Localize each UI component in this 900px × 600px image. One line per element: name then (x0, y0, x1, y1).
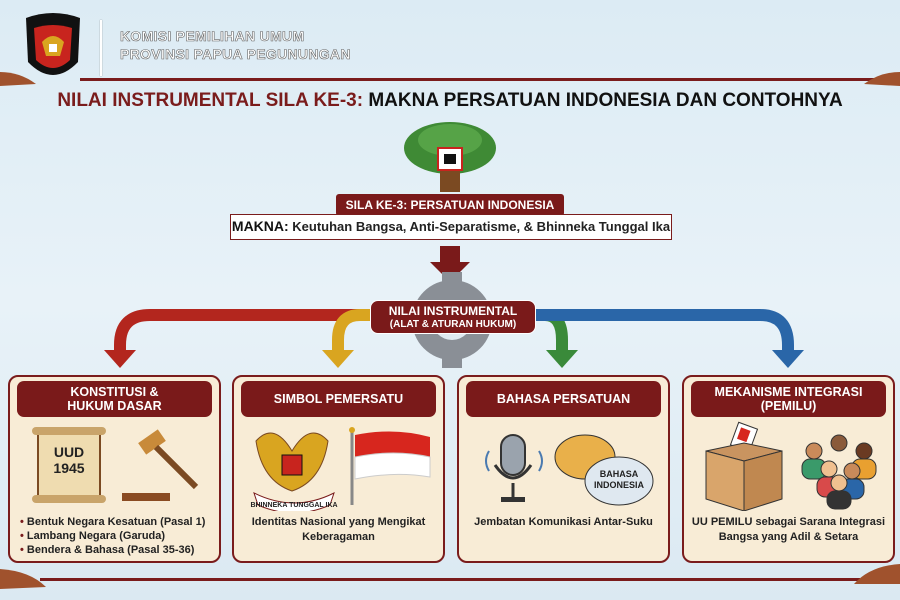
list-item: Bentuk Negara Kesatuan (Pasal 1) (20, 515, 206, 529)
konstitusi-list: Bentuk Negara Kesatuan (Pasal 1) Lambang… (20, 515, 206, 557)
garuda-flag-icon: BHINNEKA TUNGGAL IKA (250, 427, 431, 511)
kpu-logo (26, 13, 80, 75)
ornament-icon (864, 72, 900, 86)
instrumental-pill: NILAI INSTRUMENTAL(ALAT & ATURAN HUKUM) (370, 300, 536, 334)
makna-text: Keutuhan Bangsa, Anti-Separatisme, & Bhi… (288, 219, 671, 234)
card-simbol: SIMBOL PEMERSATU BHINNEKA TUNGGAL IKA Id… (232, 375, 445, 563)
page-title: NILAI INSTRUMENTAL SILA KE-3: MAKNA PERS… (0, 90, 900, 112)
arrow-to-pemilu (536, 309, 794, 352)
arrow-down-icon (430, 246, 470, 282)
ornament-icon (0, 569, 46, 589)
makna-box: MAKNA: Keutuhan Bangsa, Anti-Separatisme… (230, 214, 672, 240)
title-highlight: NILAI INSTRUMENTAL SILA KE-3: (57, 90, 364, 111)
card-title: SIMBOL PEMERSATU (241, 381, 436, 417)
makna-label: MAKNA: (231, 218, 289, 234)
scroll-text-year: 1945 (53, 460, 84, 476)
ballot-box-people-icon (705, 421, 877, 511)
title-rest: MAKNA PERSATUAN INDONESIA DAN CONTOHNYA (363, 90, 843, 111)
ornament-icon (854, 564, 900, 584)
scroll-text-uud: UUD (54, 444, 84, 460)
card-description: UU PEMILU sebagai Sarana Integrasi Bangs… (691, 516, 886, 543)
org-name: KOMISI PEMILIHAN UMUM (120, 28, 305, 45)
arrow-to-simbol (332, 309, 370, 352)
card-title: BAHASA PERSATUAN (466, 381, 661, 417)
card-title: KONSTITUSI & HUKUM DASAR (17, 381, 212, 417)
instrumental-title: NILAI INSTRUMENTAL (388, 304, 518, 318)
list-item: Lambang Negara (Garuda) (20, 529, 205, 543)
sila-banner: SILA KE-3: PERSATUAN INDONESIA (336, 194, 564, 216)
org-province: PROVINSI PAPUA PEGUNUNGAN (120, 46, 351, 63)
card-pemilu: MEKANISME INTEGRASI (PEMILU) UU PEMILU s… (682, 375, 895, 563)
banyan-tree-icon (404, 122, 496, 192)
ornament-icon (0, 72, 36, 86)
card-bahasa: BAHASA PERSATUAN BAHASA INDONESIA Jembat… (457, 375, 670, 563)
bubble-text: INDONESIA (594, 480, 645, 490)
footer-rule (40, 578, 860, 581)
list-item: Bendera & Bahasa (Pasal 35-36) (20, 543, 205, 557)
card-description: Identitas Nasional yang Mengikat Keberag… (251, 516, 426, 543)
card-description: Jembatan Komunikasi Antar-Suku (474, 516, 653, 528)
card-konstitusi: KONSTITUSI & HUKUM DASAR UUD 1945 Bentuk… (8, 375, 221, 563)
header-divider (100, 20, 102, 76)
ribbon-text: BHINNEKA TUNGGAL IKA (250, 502, 337, 509)
scroll-gavel-icon: UUD 1945 (32, 427, 199, 503)
card-title: MEKANISME INTEGRASI (PEMILU) (691, 381, 886, 417)
arrow-to-konstitusi (114, 309, 370, 352)
instrumental-subtitle: (ALAT & ATURAN HUKUM) (389, 319, 517, 330)
header-rule (80, 78, 900, 81)
microphone-speech-icon: BAHASA INDONESIA (485, 434, 654, 506)
bubble-text: BAHASA (600, 469, 639, 479)
